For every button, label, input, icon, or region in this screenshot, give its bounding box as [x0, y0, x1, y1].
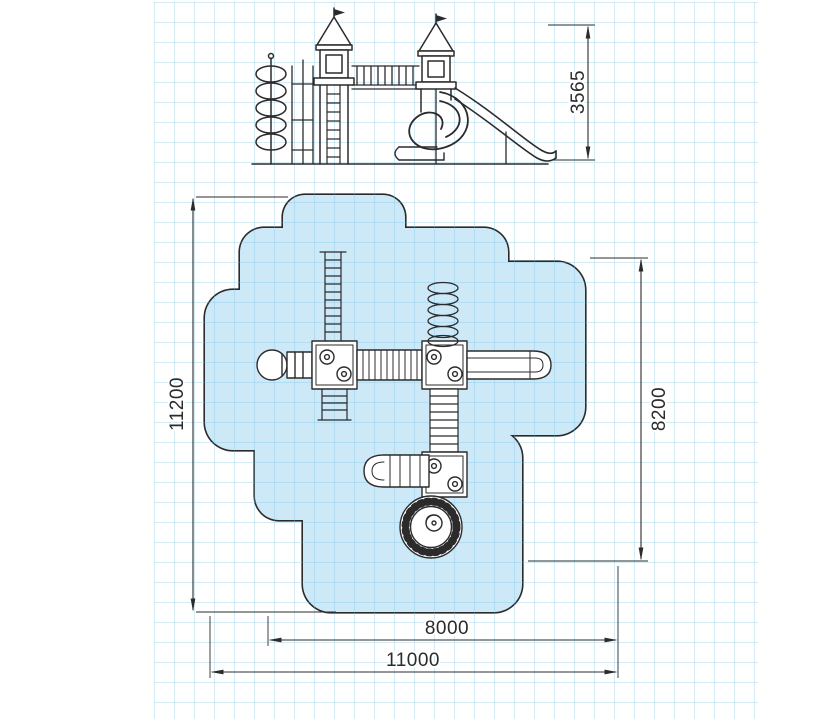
lower-ladder-walkway	[429, 388, 459, 453]
tower-platform	[313, 77, 355, 86]
plank-walkway	[356, 349, 423, 381]
dimension-labels: 3565 11200 8200 8000 11000	[165, 68, 672, 673]
top-access-ladder-plan	[319, 251, 347, 342]
straight-slide	[454, 87, 557, 165]
platform-left	[311, 340, 358, 390]
dimensions	[190, 24, 648, 678]
zone-height-label: 8200	[649, 387, 670, 431]
tower-platform	[415, 81, 457, 90]
spiral-tube-slide	[394, 88, 469, 165]
access-ladder	[326, 84, 341, 164]
spiral-slide-plan	[399, 495, 463, 559]
straight-slide-plan	[466, 350, 552, 380]
corkscrew-climber	[255, 52, 287, 165]
crawl-tube-elbow	[363, 454, 430, 488]
elevation-view	[251, 7, 557, 165]
platform-right	[421, 340, 468, 390]
lower-left-ladder	[317, 388, 352, 421]
flag	[436, 15, 447, 22]
zone-width-label: 8000	[425, 618, 469, 639]
site-width-label: 11000	[386, 650, 440, 671]
extension-lines	[196, 24, 648, 678]
bridge-walkway	[351, 65, 420, 90]
tower-left	[313, 7, 355, 165]
plan-equipment	[256, 251, 552, 559]
coil-climber-plan	[427, 281, 459, 348]
flag	[334, 9, 345, 16]
dimension-lines	[190, 25, 644, 675]
support-posts	[291, 59, 314, 165]
slide-exit-cap	[256, 349, 288, 381]
elevation-height-label: 3565	[568, 70, 589, 114]
connector-segment	[286, 351, 313, 379]
site-height-label: 11200	[167, 377, 188, 431]
